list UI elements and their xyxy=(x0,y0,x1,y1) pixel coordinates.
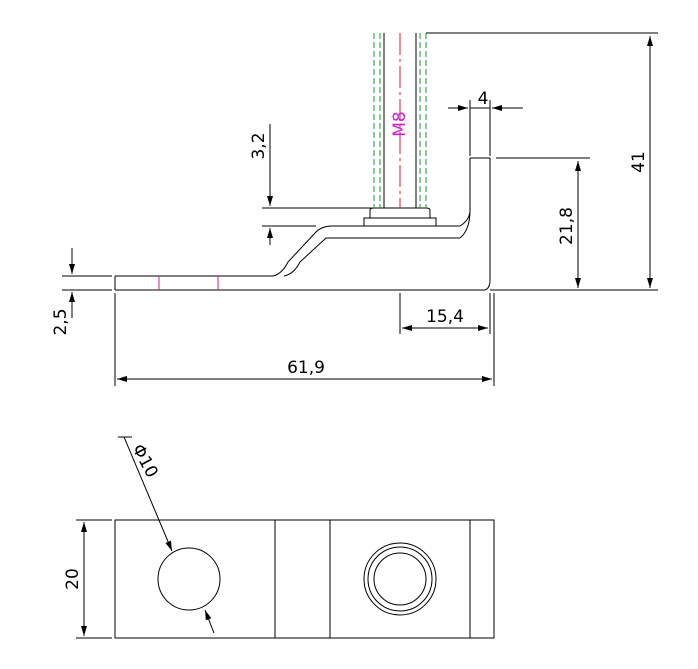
dim-width: 20 xyxy=(63,519,112,639)
nut-outer-circle xyxy=(363,542,437,616)
dim-3-2-text: 3,2 xyxy=(249,132,269,159)
dim-15-4-text: 15,4 xyxy=(426,307,464,327)
nut-inner-circle xyxy=(367,546,433,612)
base-plate-outline xyxy=(114,275,485,291)
step-transition xyxy=(272,225,460,277)
dim-bend-offset: 15,4 xyxy=(399,293,491,334)
dim-step: 3,2 xyxy=(249,124,372,245)
dim-top-thickness: 4 xyxy=(448,89,523,156)
thread-hidden-lines xyxy=(373,33,427,208)
dim-hole-diameter: Φ10 xyxy=(118,436,215,634)
dim-41-text: 41 xyxy=(629,151,649,173)
dim-height-total: 41 xyxy=(426,32,658,291)
nut-outline xyxy=(363,207,437,226)
dim-21-8-text: 21,8 xyxy=(557,207,577,245)
dim-2-5-text: 2,5 xyxy=(51,308,71,335)
dim-20-text: 20 xyxy=(63,568,83,590)
plate-outline xyxy=(114,519,495,639)
dim-height-bend: 21,8 xyxy=(496,157,590,288)
thread-label: M8 xyxy=(390,111,410,136)
dim-overall-length: 61,9 xyxy=(114,293,495,386)
upright-outline xyxy=(459,157,491,291)
dim-base-thickness: 2,5 xyxy=(51,248,112,336)
dim-phi10-text: Φ10 xyxy=(128,441,162,481)
top-view xyxy=(114,519,495,639)
hole-circle xyxy=(157,547,221,611)
dim-4-text: 4 xyxy=(478,89,489,109)
thread-circle xyxy=(373,552,427,606)
dim-61-9-text: 61,9 xyxy=(287,358,325,378)
side-view: M8 xyxy=(114,33,491,291)
